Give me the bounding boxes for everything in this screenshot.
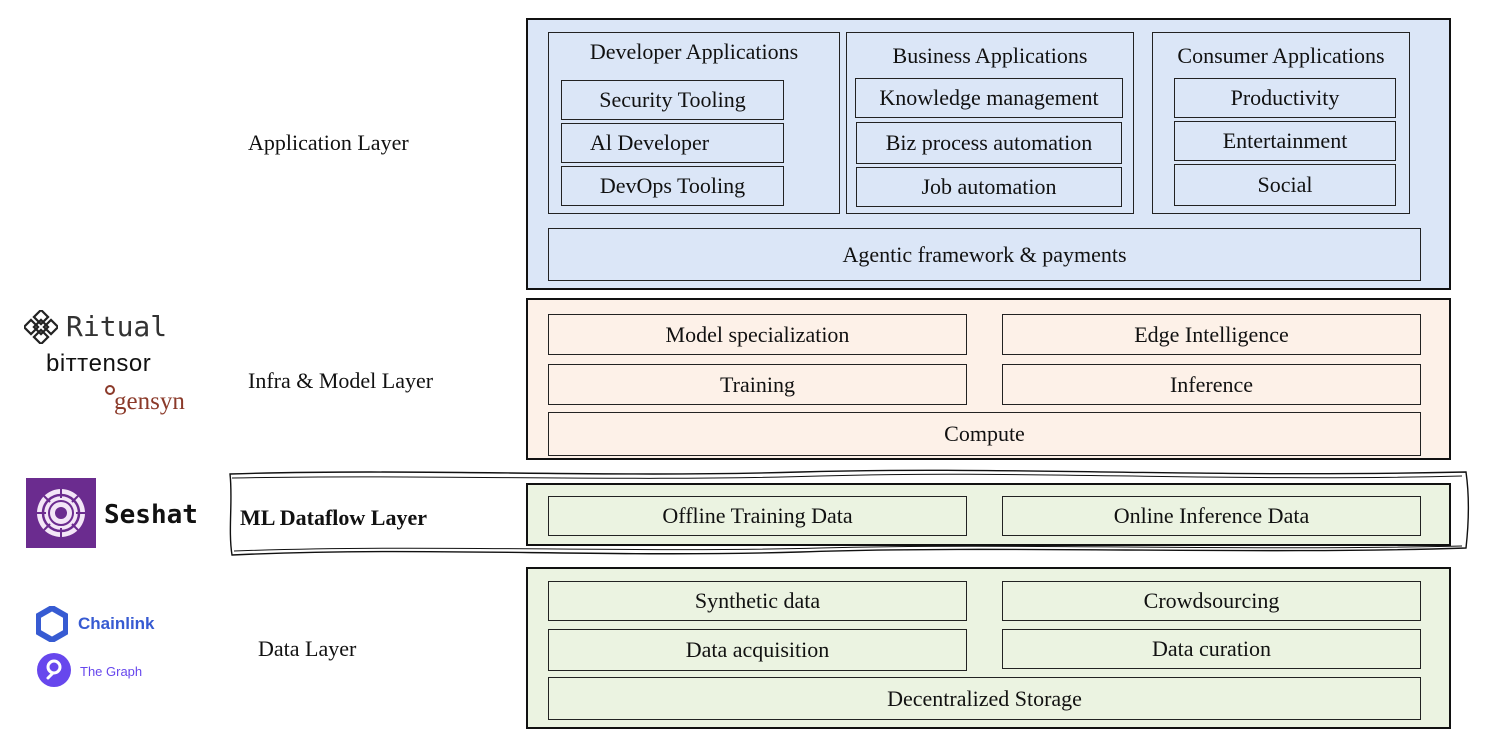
app-box-productivity: Productivity bbox=[1174, 78, 1396, 118]
app-box-ai-developer: Al Developer bbox=[561, 123, 784, 163]
data-box-crowdsourcing: Crowdsourcing bbox=[1002, 581, 1421, 621]
decentralized-storage-box: Decentralized Storage bbox=[548, 677, 1421, 720]
seshat-emblem-icon bbox=[37, 489, 85, 537]
gensyn-wordmark: gensyn bbox=[114, 388, 185, 415]
gensyn-logo: gensyn bbox=[104, 382, 204, 418]
app-box-social: Social bbox=[1174, 164, 1396, 206]
app-box-security-tooling: Security Tooling bbox=[561, 80, 784, 120]
chainlink-hexagon-icon bbox=[36, 606, 68, 642]
app-box-knowledge-management: Knowledge management bbox=[855, 78, 1123, 118]
app-box-devops-tooling: DevOps Tooling bbox=[561, 166, 784, 206]
infra-box-training: Training bbox=[548, 364, 967, 405]
thegraph-logo: The Graph bbox=[36, 652, 176, 690]
data-box-data-curation: Data curation bbox=[1002, 629, 1421, 669]
chainlink-logo: Chainlink bbox=[36, 606, 176, 644]
bittensor-wordmark: biттensor bbox=[46, 350, 152, 377]
thegraph-icon bbox=[37, 653, 71, 687]
application-layer-label: Application Layer bbox=[248, 130, 409, 155]
chainlink-wordmark: Chainlink bbox=[78, 614, 155, 633]
seshat-logo: Seshat bbox=[26, 478, 212, 548]
ritual-logo: Ritual bbox=[24, 310, 194, 346]
compute-box: Compute bbox=[548, 412, 1421, 456]
business-applications-title: Business Applications bbox=[892, 43, 1088, 68]
infra-layer-label: Infra & Model Layer bbox=[248, 368, 434, 393]
dataflow-layer-label: ML Dataflow Layer bbox=[240, 505, 427, 530]
agentic-framework-box: Agentic framework & payments bbox=[548, 228, 1421, 281]
dataflow-box-offline-training: Offline Training Data bbox=[548, 496, 967, 536]
data-box-synthetic-data: Synthetic data bbox=[548, 581, 967, 621]
app-box-biz-process-automation: Biz process automation bbox=[856, 122, 1122, 164]
dataflow-box-online-inference: Online Inference Data bbox=[1002, 496, 1421, 536]
developer-applications-title: Developer Applications bbox=[589, 39, 799, 64]
app-box-job-automation: Job automation bbox=[856, 167, 1122, 207]
infra-box-edge-intelligence: Edge Intelligence bbox=[1002, 314, 1421, 355]
seshat-badge bbox=[26, 478, 96, 548]
seshat-wordmark: Seshat bbox=[104, 500, 198, 530]
data-layer-label: Data Layer bbox=[258, 636, 357, 661]
ritual-knot-icon bbox=[24, 310, 58, 344]
infra-box-inference: Inference bbox=[1002, 364, 1421, 405]
infra-box-model-specialization: Model specialization bbox=[548, 314, 967, 355]
thegraph-wordmark: The Graph bbox=[80, 664, 143, 679]
data-box-data-acquisition: Data acquisition bbox=[548, 629, 967, 671]
gensyn-circle-icon bbox=[105, 385, 115, 395]
ritual-wordmark: Ritual bbox=[66, 310, 168, 343]
app-box-entertainment: Entertainment bbox=[1174, 121, 1396, 161]
consumer-applications-title: Consumer Applications bbox=[1177, 43, 1385, 68]
